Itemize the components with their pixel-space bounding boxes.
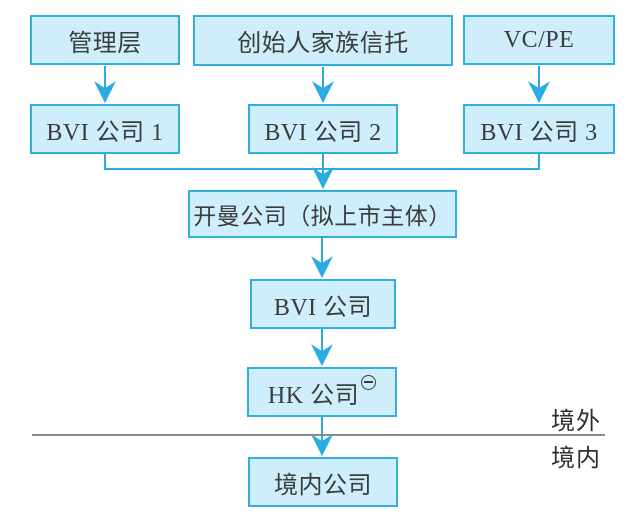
node-management-label: 管理层 [68, 30, 142, 57]
circled-minus-footnote-icon [361, 374, 377, 390]
node-cayman-listing-entity: 开曼公司（拟上市主体） [188, 190, 457, 238]
node-founder-family-trust-label: 创始人家族信托 [237, 31, 409, 57]
node-hk-company: HK 公司 [247, 367, 397, 417]
node-bvi-company-2: BVI 公司 2 [248, 104, 398, 154]
node-domestic-company: 境内公司 [248, 457, 398, 507]
node-hk-company-label: HK 公司 [267, 382, 360, 409]
node-bvi-company-3: BVI 公司 3 [463, 104, 615, 154]
node-bvi-company-label: BVI 公司 [273, 294, 373, 321]
onshore-label: 境内 [551, 446, 601, 472]
node-domestic-company-label: 境内公司 [274, 472, 372, 499]
node-bvi-company-1-label: BVI 公司 1 [46, 119, 164, 146]
node-bvi-company-1: BVI 公司 1 [30, 104, 180, 154]
node-vc-pe-label: VC/PE [503, 26, 575, 53]
node-vc-pe: VC/PE [463, 15, 615, 65]
node-cayman-listing-entity-label: 开曼公司（拟上市主体） [193, 204, 452, 229]
offshore-label: 境外 [551, 409, 601, 435]
node-bvi-company-3-label: BVI 公司 3 [480, 119, 598, 146]
node-bvi-company-2-label: BVI 公司 2 [264, 119, 382, 146]
node-founder-family-trust: 创始人家族信托 [193, 15, 453, 66]
node-bvi-company: BVI 公司 [250, 279, 396, 329]
node-management: 管理层 [30, 15, 180, 65]
